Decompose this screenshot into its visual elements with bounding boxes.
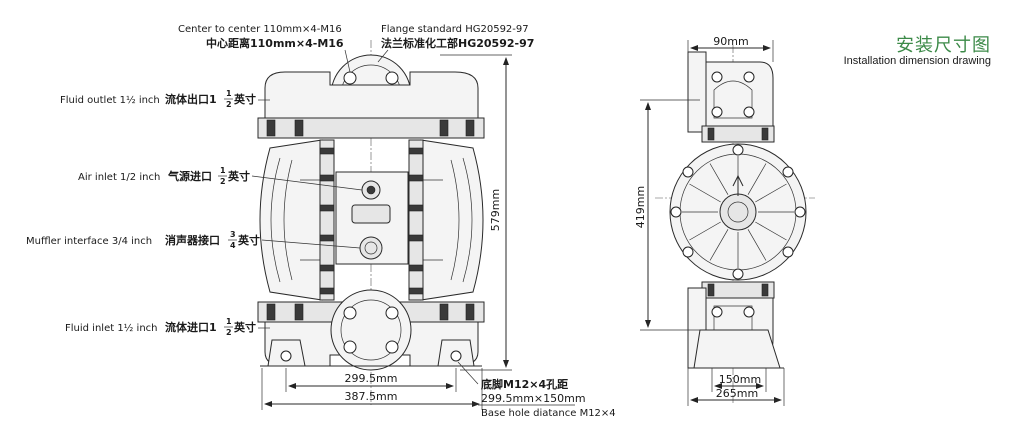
flange-bolt-icon bbox=[385, 306, 399, 320]
fluid-inlet-label: Fluid inlet 1½ inch bbox=[65, 322, 158, 334]
drawing-title-en: Installation dimension drawing bbox=[843, 55, 991, 67]
center-to-center-label: Center to center 110mm×4-M16 bbox=[178, 24, 342, 35]
center-to-center-label-cn: 中心距离110mm×4-M16 bbox=[206, 36, 344, 50]
base-hole-dim: 299.5mm×150mm bbox=[481, 392, 586, 405]
chamber-rib bbox=[689, 221, 721, 241]
air-inlet-unit: 英寸 bbox=[227, 169, 250, 183]
fluid-outlet-label-cn: 流体出口1 bbox=[165, 92, 217, 106]
outlet-manifold-base bbox=[257, 117, 485, 139]
side-base-hole-dim: 150mm bbox=[719, 373, 761, 386]
side-outlet-flange bbox=[687, 51, 707, 133]
fluid-outlet-label: Fluid outlet 1½ inch bbox=[60, 94, 160, 106]
muffler-label: Muffler interface 3/4 inch bbox=[26, 236, 152, 247]
front-overall-width-dim: 387.5mm bbox=[345, 390, 398, 403]
muffler-port bbox=[359, 236, 383, 260]
muffler-frac-num: 3 bbox=[230, 230, 236, 239]
chamber-rib bbox=[709, 163, 729, 195]
base-hole-label-cn: 底脚M12×4孔距 bbox=[481, 377, 568, 391]
fluid-inlet-label-cn: 流体进口1 bbox=[165, 320, 217, 334]
chamber-rib bbox=[689, 183, 721, 203]
side-outlet-manifold bbox=[705, 61, 774, 127]
flange-standard-label-cn: 法兰标准化工部HG20592-97 bbox=[381, 36, 534, 50]
flow-arrow-icon bbox=[732, 174, 744, 196]
flange-bolt-icon bbox=[343, 306, 357, 320]
front-base-width-dim: 299.5mm bbox=[345, 372, 398, 385]
side-flange-width-dim: 90mm bbox=[713, 35, 748, 48]
fluid-outlet-unit: 英寸 bbox=[233, 92, 256, 106]
fluid-inlet-unit: 英寸 bbox=[233, 320, 256, 334]
left-clamp-ring bbox=[319, 139, 335, 301]
outlet-manifold bbox=[264, 71, 479, 121]
muffler-unit: 英寸 bbox=[237, 233, 260, 247]
drawing-title-cn: 安装尺寸图 bbox=[896, 35, 991, 56]
flange-bolt-icon bbox=[343, 71, 357, 85]
air-inlet-label-cn: 气源进口 bbox=[167, 169, 212, 183]
fluid-outlet-frac-num: 1 bbox=[226, 89, 232, 98]
chamber-rib bbox=[755, 183, 787, 203]
air-inlet-frac-den: 2 bbox=[220, 177, 226, 186]
fluid-inlet-frac-den: 2 bbox=[226, 328, 232, 337]
chamber-rib bbox=[755, 221, 787, 241]
chamber-rib bbox=[747, 163, 767, 195]
chamber-rib bbox=[747, 229, 767, 261]
side-base bbox=[693, 329, 781, 369]
muffler-frac-den: 4 bbox=[230, 241, 236, 250]
flange-bolt-icon bbox=[385, 340, 399, 354]
flange-bolt-icon bbox=[343, 340, 357, 354]
front-height-dim: 579mm bbox=[489, 189, 502, 231]
air-inlet-label: Air inlet 1/2 inch bbox=[78, 172, 160, 183]
fluid-outlet-frac-den: 2 bbox=[226, 100, 232, 109]
flange-standard-label: Flange standard HG20592-97 bbox=[381, 24, 529, 35]
right-clamp-ring bbox=[408, 139, 424, 301]
muffler-label-cn: 消声器接口 bbox=[165, 233, 220, 247]
side-height-dim: 419mm bbox=[634, 186, 647, 228]
flange-bolt-icon bbox=[385, 71, 399, 85]
air-inlet-frac-num: 1 bbox=[220, 166, 226, 175]
fluid-inlet-frac-num: 1 bbox=[226, 317, 232, 326]
base-hole-label: Base hole diatance M12×4 bbox=[481, 408, 616, 419]
chamber-rib bbox=[709, 229, 729, 261]
side-base-width-dim: 265mm bbox=[716, 387, 758, 400]
side-view: 90mm 419mm 150mm 265mm bbox=[634, 35, 815, 406]
inlet-flange bbox=[330, 289, 412, 371]
front-view: 579mm 299.5mm 387.5mm Center to center 1… bbox=[26, 24, 616, 419]
